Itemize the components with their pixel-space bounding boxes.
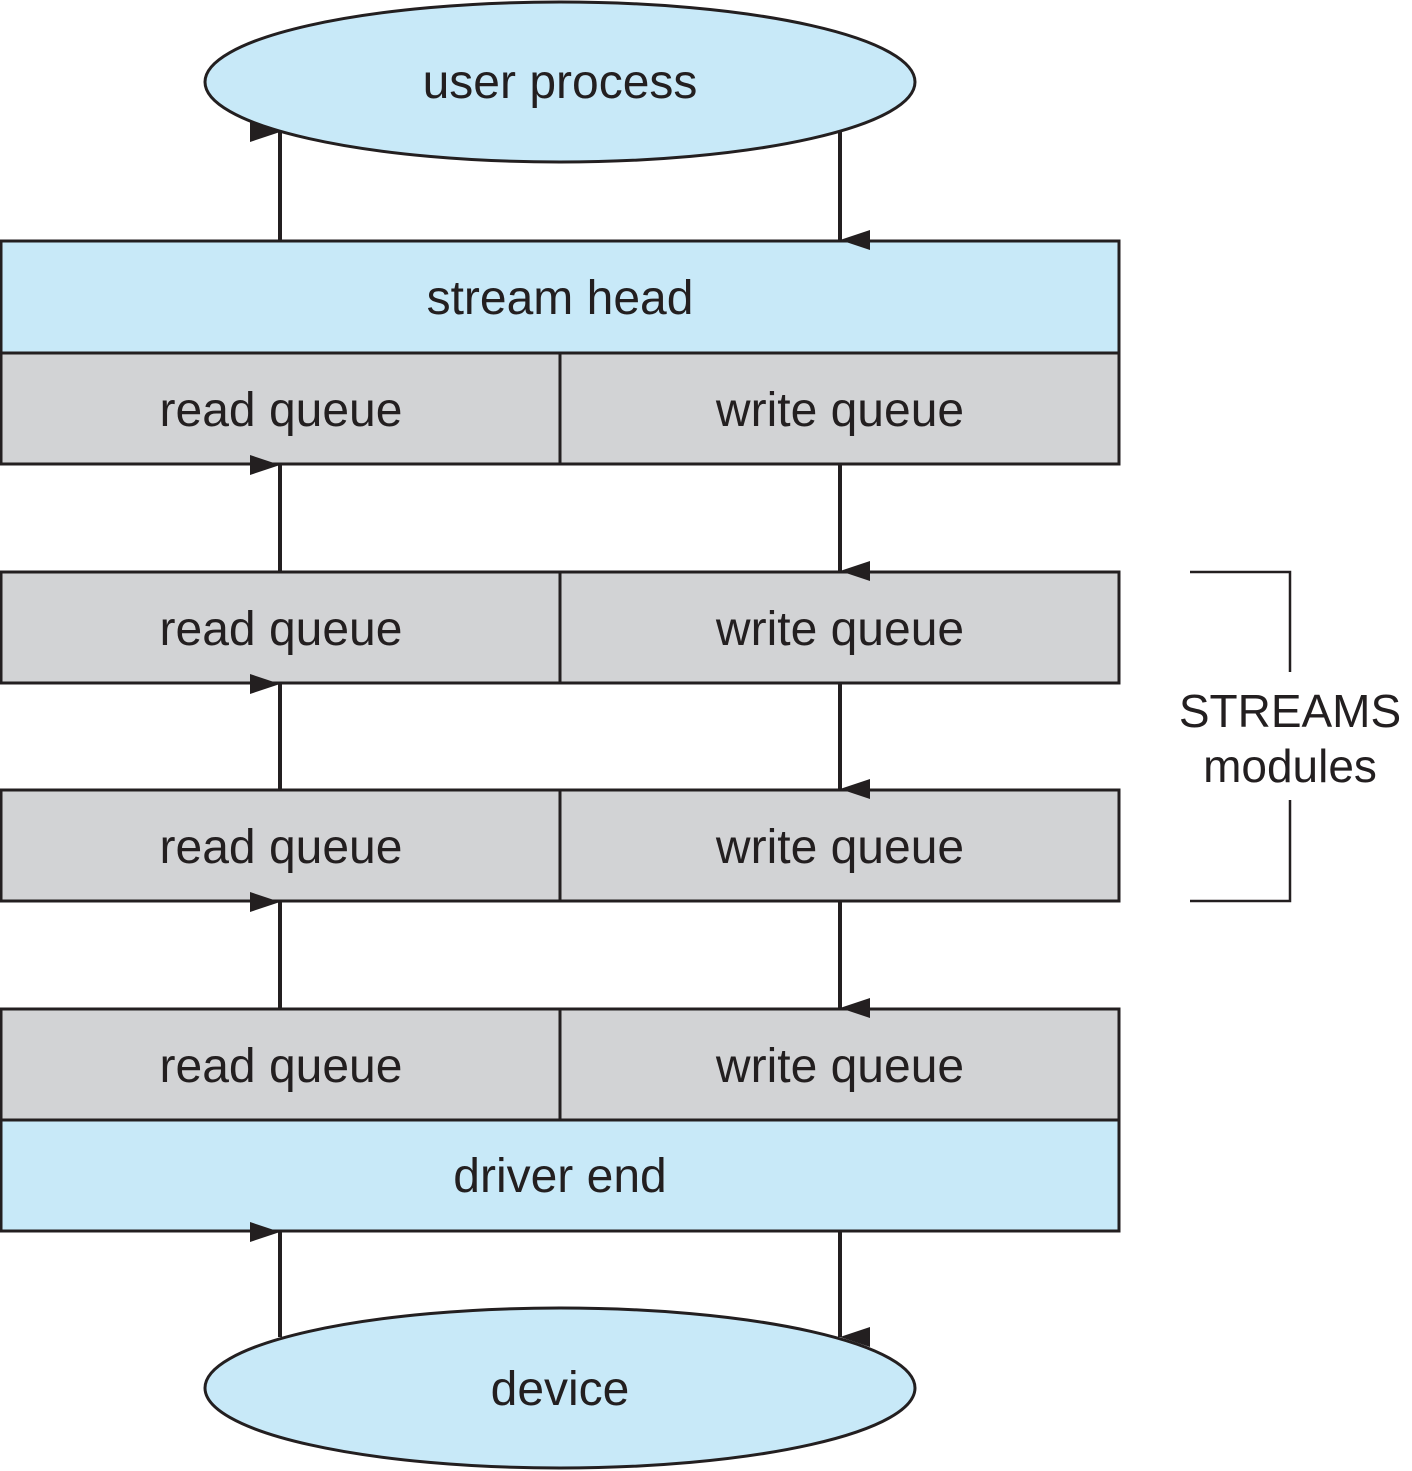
module-2-read-queue xyxy=(0,788,562,903)
device-node: device xyxy=(203,1306,917,1470)
write-queue-label: write queue xyxy=(715,821,964,874)
streams-module-1: read queue write queue xyxy=(0,570,1121,685)
write-queue-label: write queue xyxy=(715,603,964,656)
write-queue-label: write queue xyxy=(715,1040,964,1093)
streams-modules-bracket: STREAMS modules xyxy=(1179,570,1401,903)
device-label: device xyxy=(491,1363,630,1416)
read-queue-label: read queue xyxy=(160,821,403,874)
module-1-read-queue xyxy=(0,570,562,685)
user-process-ellipse xyxy=(203,0,917,164)
user-process-label: user process xyxy=(423,56,698,109)
streams-modules-label-line1: STREAMS xyxy=(1179,685,1401,737)
module-1-write-queue xyxy=(558,570,1121,685)
driver-end-box xyxy=(0,1118,1121,1233)
stream-head-box xyxy=(0,239,1121,355)
driver-end-block: read queue write queue driver end xyxy=(0,1007,1121,1233)
bracket-top xyxy=(1190,570,1292,672)
stream-head-block: stream head read queue write queue xyxy=(0,239,1121,466)
read-queue-label: read queue xyxy=(160,603,403,656)
driver-end-read-queue xyxy=(0,1007,562,1122)
driver-end-write-queue xyxy=(558,1007,1121,1122)
write-queue-label: write queue xyxy=(715,384,964,437)
stream-head-label: stream head xyxy=(427,272,694,325)
stream-head-read-queue xyxy=(0,351,562,466)
bracket-bottom xyxy=(1190,800,1292,903)
read-queue-label: read queue xyxy=(160,384,403,437)
driver-end-label: driver end xyxy=(453,1150,666,1203)
user-process-node: user process xyxy=(203,0,917,164)
module-2-write-queue xyxy=(558,788,1121,903)
read-queue-label: read queue xyxy=(160,1040,403,1093)
streams-module-2: read queue write queue xyxy=(0,788,1121,903)
device-ellipse xyxy=(203,1306,917,1470)
streams-modules-label-line2: modules xyxy=(1203,740,1377,792)
stream-head-write-queue xyxy=(558,351,1121,466)
